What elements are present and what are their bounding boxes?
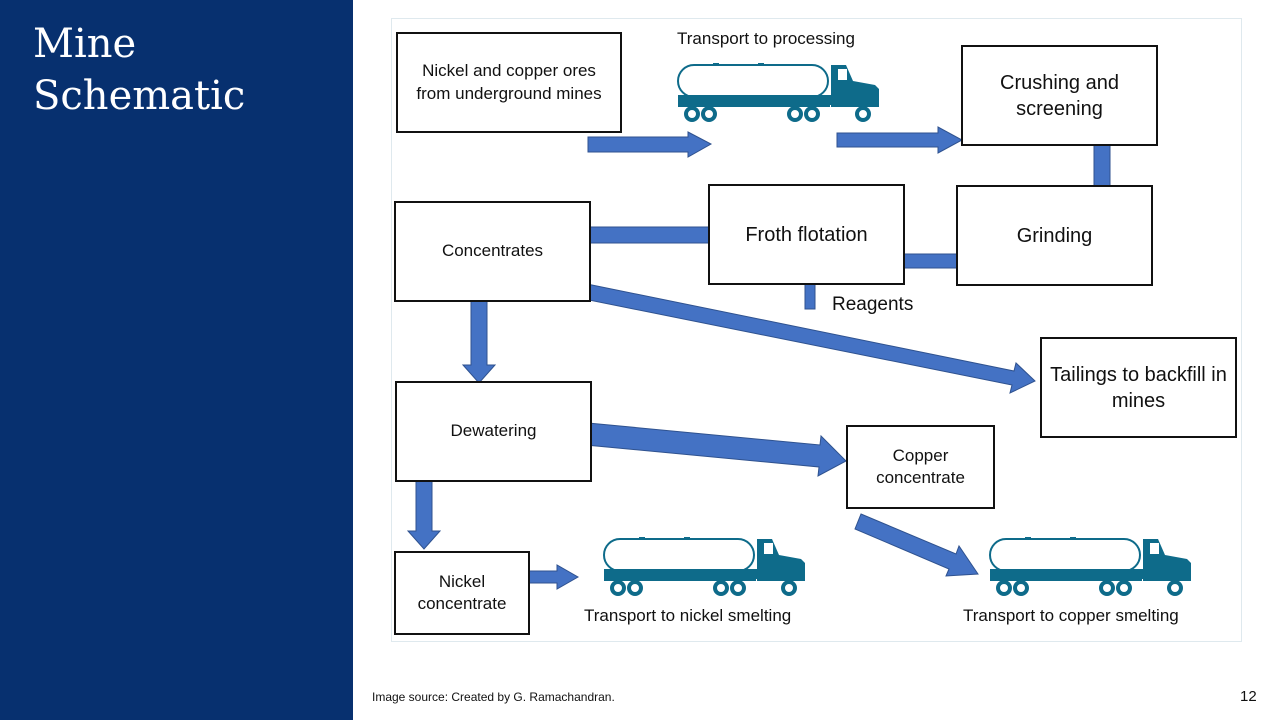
tanker-truck-icon: [676, 61, 881, 122]
mine-schematic-diagram: Nickel and copper ores from underground …: [391, 18, 1242, 642]
node-crushing: Crushing and screening: [961, 45, 1158, 146]
node-concentrates-label: Concentrates: [441, 241, 544, 261]
arrow-copper-to-truck: [854, 513, 979, 577]
arrow-concentrates-to-tailings: [583, 283, 1036, 394]
slide-title-line-1: Mine: [33, 21, 137, 67]
arrow-concentrates-to-dewatering: [461, 298, 497, 384]
node-dewatering: Dewatering: [395, 381, 592, 482]
node-grinding: Grinding: [956, 185, 1153, 286]
tanker-truck-icon: [988, 535, 1193, 596]
arrow-truck-to-crushing: [836, 126, 964, 154]
node-tailings: Tailings to backfill in mines: [1040, 337, 1237, 438]
node-froth-flotation: Froth flotation: [708, 184, 905, 285]
label-reagents: Reagents: [832, 294, 914, 315]
slide-title: Mine Schematic: [33, 18, 245, 122]
node-ores: Nickel and copper ores from underground …: [396, 32, 622, 133]
node-copper-concentrate-label: Copper concentrate: [876, 445, 965, 487]
label-transport-to-processing: Transport to processing: [677, 29, 855, 48]
node-nickel-concentrate-label: Nickel concentrate: [417, 571, 507, 613]
sidebar-panel: Mine Schematic: [0, 0, 353, 720]
arrow-ores-to-truck: [587, 131, 713, 158]
node-crushing-label: Crushing and screening: [1000, 71, 1119, 120]
node-concentrates: Concentrates: [394, 201, 591, 302]
slide-title-line-2: Schematic: [33, 73, 246, 119]
node-tailings-label: Tailings to backfill in mines: [1050, 363, 1227, 412]
node-dewatering-label: Dewatering: [450, 421, 537, 441]
label-transport-to-nickel-smelting: Transport to nickel smelting: [584, 606, 792, 625]
node-froth-label: Froth flotation: [745, 223, 868, 246]
label-transport-to-copper-smelting: Transport to copper smelting: [963, 606, 1179, 625]
tanker-truck-icon: [602, 535, 807, 596]
node-ores-label: Nickel and copper ores from underground …: [416, 61, 602, 103]
node-copper-concentrate: Copper concentrate: [846, 425, 995, 509]
arrow-dewatering-to-copper: [585, 422, 847, 477]
node-grinding-label: Grinding: [1016, 224, 1093, 247]
node-nickel-concentrate: Nickel concentrate: [394, 551, 530, 635]
image-source-caption: Image source: Created by G. Ramachandran…: [372, 690, 615, 704]
page-number: 12: [1240, 688, 1257, 705]
